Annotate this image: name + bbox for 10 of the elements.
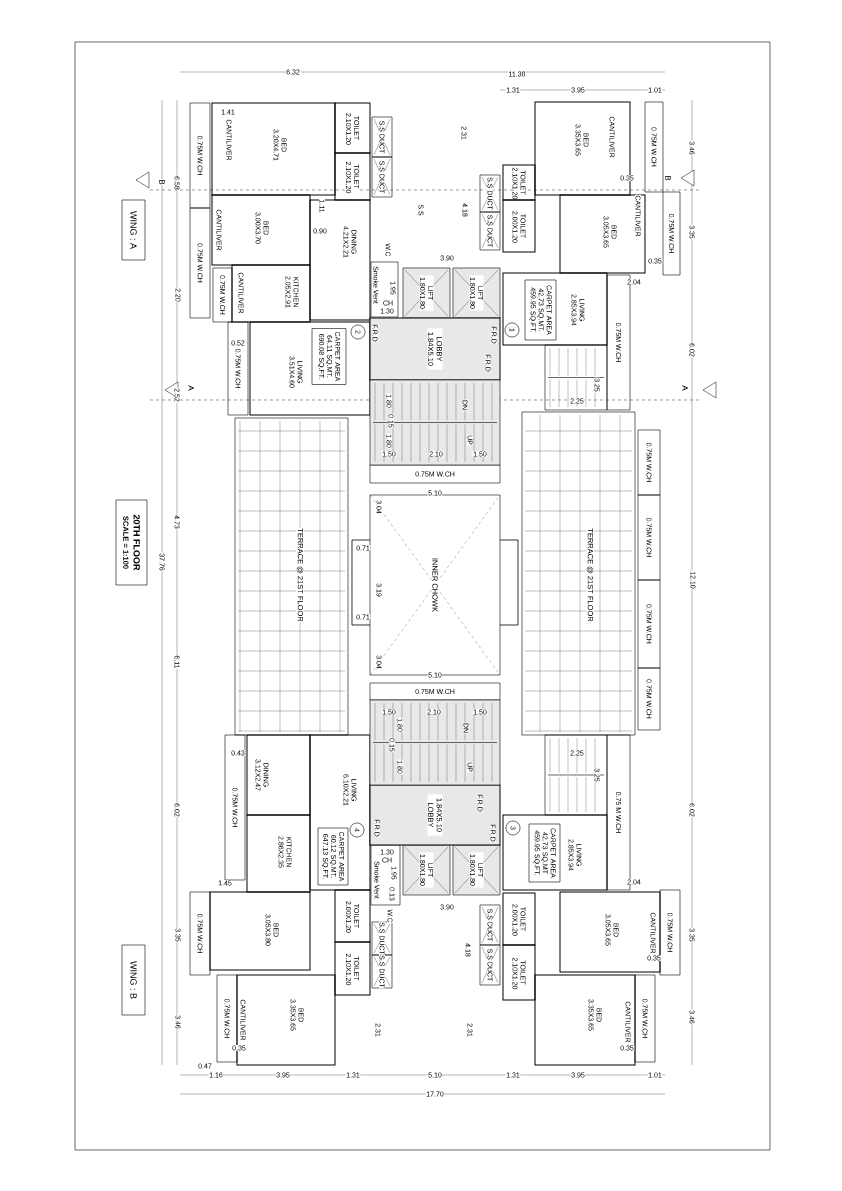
section-letter: A xyxy=(681,384,689,392)
staircase xyxy=(369,699,501,786)
staircase xyxy=(544,344,608,411)
staircase xyxy=(369,379,501,466)
section-letter: B xyxy=(158,178,166,186)
staircase xyxy=(544,734,608,816)
wing-label-box: WING : B xyxy=(121,944,146,1016)
section-letter: A xyxy=(187,384,195,392)
wing-label-box: WING : A xyxy=(121,199,146,261)
section-letter: B xyxy=(664,174,672,182)
